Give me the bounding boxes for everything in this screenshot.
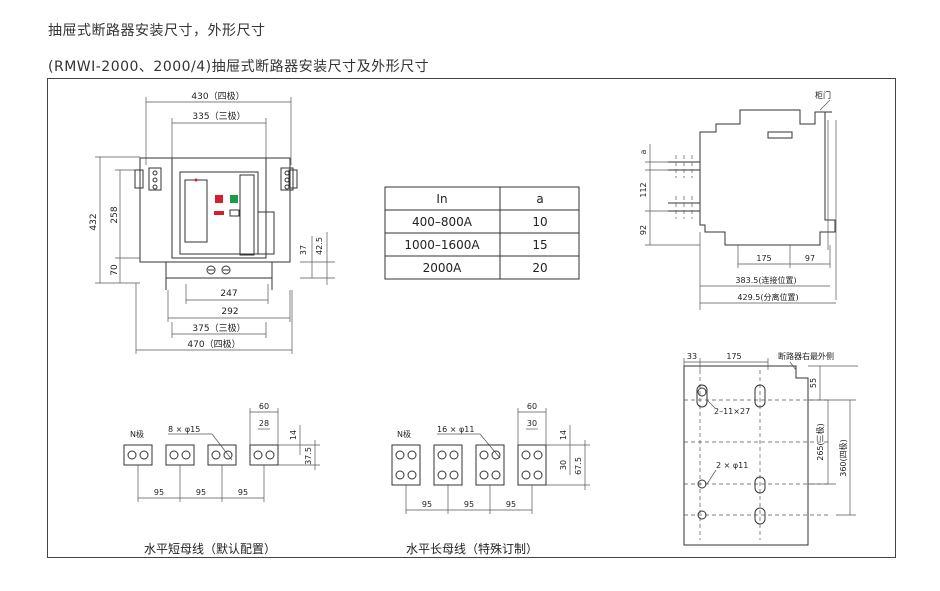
slot-label: 2–11×27 bbox=[714, 407, 750, 416]
long-bus-holes: 16 × φ11 bbox=[437, 425, 474, 434]
dim-430: 430（四极） bbox=[191, 90, 244, 102]
hole-label: 2 × φ11 bbox=[716, 461, 748, 470]
mount-dim-55: 55 bbox=[809, 378, 818, 388]
short-bus-caption: 水平短母线（默认配置） bbox=[144, 541, 276, 556]
short-bus-dim-28: 28 bbox=[259, 419, 269, 428]
red-button-icon bbox=[215, 195, 223, 203]
dim-175: 175 bbox=[756, 254, 771, 263]
short-bus-spacing: 95 bbox=[154, 488, 164, 497]
long-bus-dim-67-5: 67.5 bbox=[574, 457, 583, 475]
dim-292: 292 bbox=[221, 307, 238, 317]
dim-92: 92 bbox=[639, 225, 648, 235]
table-cell: 20 bbox=[532, 261, 547, 275]
long-bus-spacing: 95 bbox=[464, 500, 474, 509]
mount-dim-33: 33 bbox=[687, 352, 697, 361]
dim-70: 70 bbox=[110, 264, 120, 276]
dim-258: 258 bbox=[110, 206, 120, 223]
rating-table: In a 400–800A 10 1000–1600A 15 2000A 20 bbox=[384, 186, 580, 280]
mounting-view: 33 175 断路器右最外侧 2–11×27 2 × φ11 55 265(三极… bbox=[683, 351, 858, 546]
dim-432: 432 bbox=[89, 213, 99, 230]
short-bus-spacing: 95 bbox=[196, 488, 206, 497]
long-bus-pole-label: N极 bbox=[397, 429, 411, 439]
long-busbar-view: N极 16 × φ11 60 30 14 30 67.5 bbox=[391, 402, 590, 556]
dim-375: 375（三极） bbox=[192, 322, 245, 334]
short-bus-holes: 8 × φ15 bbox=[168, 425, 200, 434]
table-cell: 15 bbox=[532, 238, 547, 252]
green-button-icon bbox=[230, 195, 238, 203]
dim-37: 37 bbox=[299, 245, 308, 255]
short-bus-dim-37-5: 37.5 bbox=[304, 447, 313, 465]
table-cell: 2000A bbox=[423, 261, 463, 275]
short-bus-dim-14: 14 bbox=[289, 430, 298, 440]
dim-383-5: 383.5(连接位置) bbox=[735, 275, 796, 285]
long-bus-spacing: 95 bbox=[422, 500, 432, 509]
dim-247: 247 bbox=[220, 289, 237, 299]
short-busbar-view: N极 8 × φ15 60 28 14 37.5 95 95 95 bbox=[123, 402, 320, 556]
long-bus-caption: 水平长母线（特殊订制） bbox=[406, 541, 538, 556]
table-cell: 400–800A bbox=[412, 215, 473, 229]
long-bus-spacing: 95 bbox=[506, 500, 516, 509]
long-bus-dim-60: 60 bbox=[527, 402, 537, 411]
door-label: 柜门 bbox=[815, 90, 831, 100]
table-header-in: In bbox=[436, 192, 447, 206]
dim-97: 97 bbox=[805, 254, 815, 263]
dim-429-5: 429.5(分离位置) bbox=[737, 292, 798, 302]
short-bus-pole-label: N极 bbox=[130, 429, 144, 439]
mount-dim-360: 360(四极) bbox=[838, 439, 848, 477]
table-header-a: a bbox=[536, 192, 543, 206]
mount-dim-265: 265(三极) bbox=[815, 423, 825, 461]
short-bus-spacing: 95 bbox=[238, 488, 248, 497]
table-cell: 1000–1600A bbox=[404, 238, 480, 252]
drawing-frame bbox=[47, 78, 896, 558]
side-view: 柜门 a 112 92 175 97 383.5(连接位置) 429.5(分离位… bbox=[639, 90, 837, 310]
long-bus-dim-30: 30 bbox=[527, 419, 537, 428]
front-view: 430（四极） 335（三极） 432 258 70 bbox=[89, 90, 335, 354]
page-title: 抽屉式断路器安装尺寸，外形尺寸 bbox=[48, 23, 266, 39]
long-bus-dim-30v: 30 bbox=[559, 460, 568, 470]
dim-a: a bbox=[639, 149, 648, 154]
dim-112: 112 bbox=[639, 182, 648, 197]
dim-42-5: 42.5 bbox=[315, 237, 324, 255]
table-cell: 10 bbox=[532, 215, 547, 229]
mount-dim-175: 175 bbox=[726, 352, 741, 361]
page-subtitle: (RMWI-2000、2000/4)抽屉式断路器安装尺寸及外形尺寸 bbox=[48, 59, 430, 75]
dim-335: 335（三极） bbox=[192, 110, 245, 122]
dim-470: 470（四极） bbox=[187, 338, 240, 350]
short-bus-dim-60: 60 bbox=[259, 402, 269, 411]
right-side-label: 断路器右最外侧 bbox=[778, 351, 834, 361]
long-bus-dim-14: 14 bbox=[559, 430, 568, 440]
